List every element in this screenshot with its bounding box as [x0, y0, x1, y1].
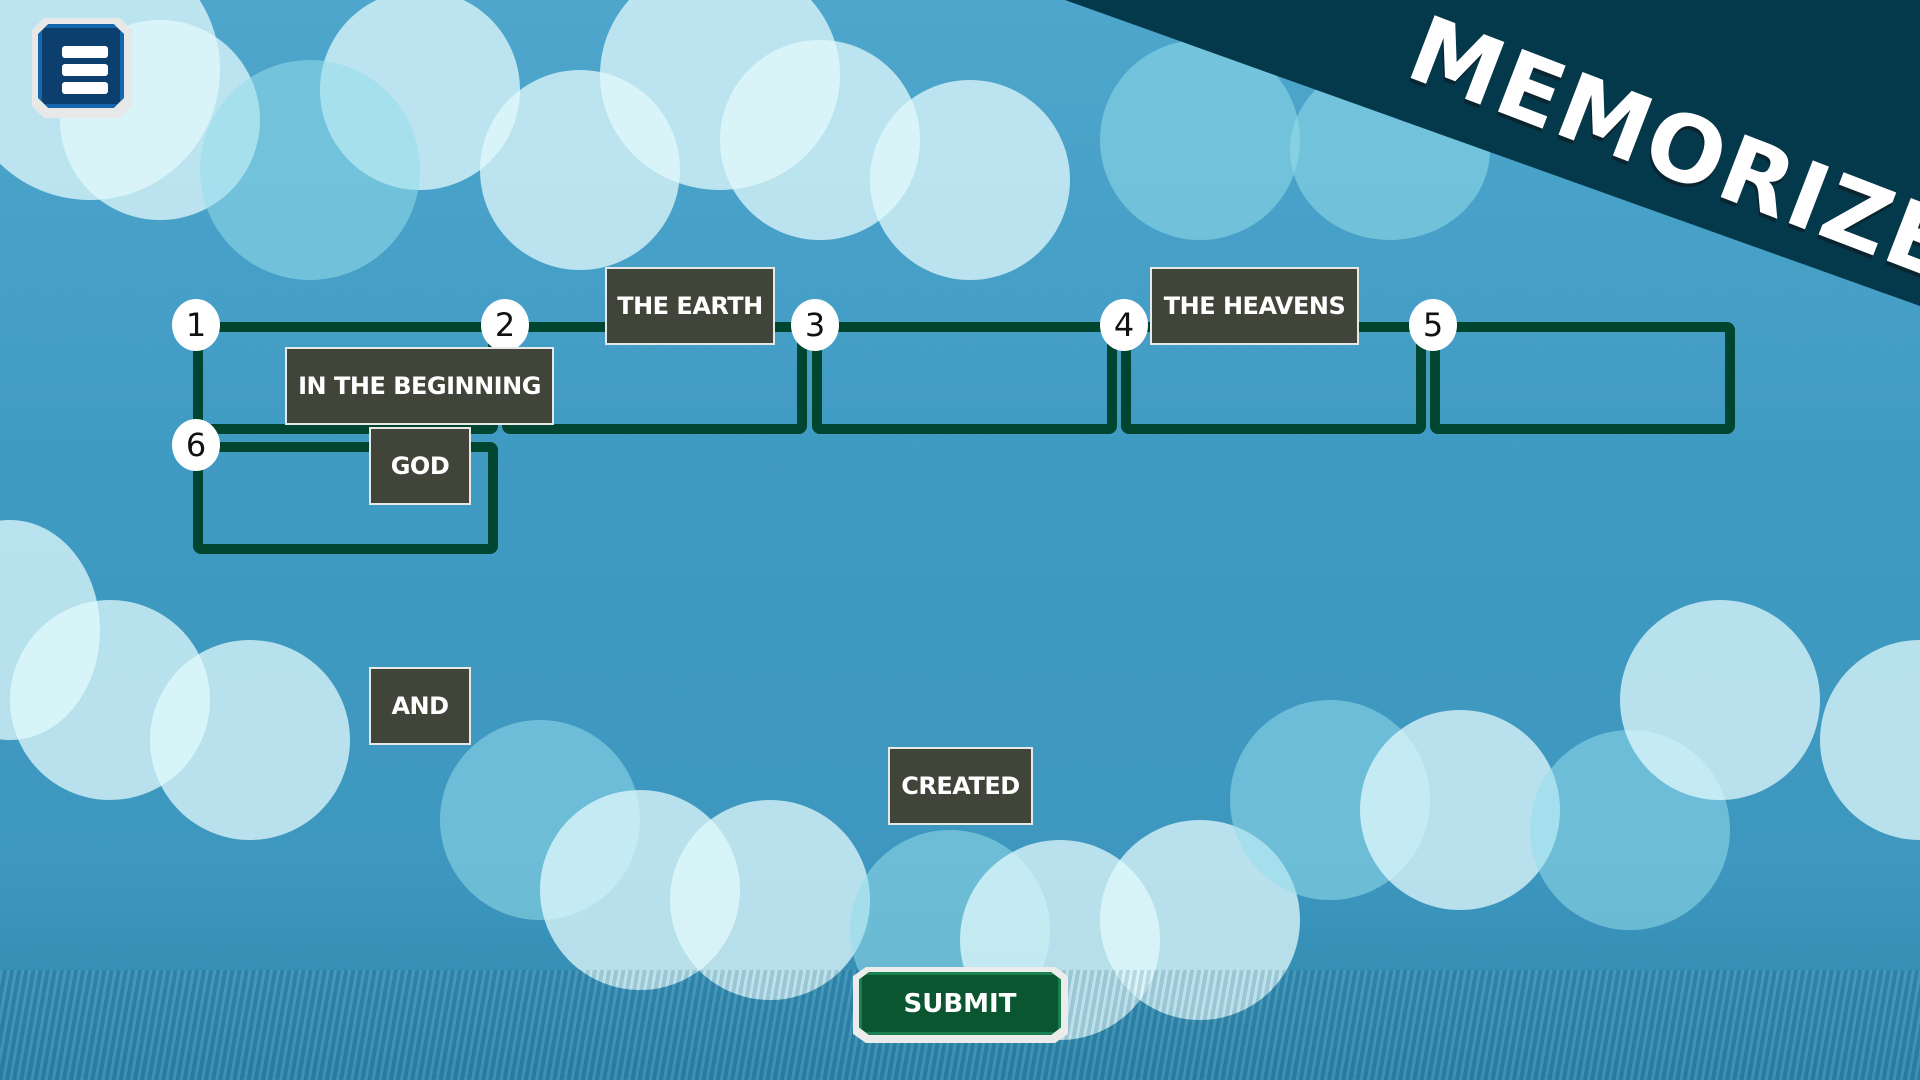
word-tile[interactable]: GOD: [369, 427, 471, 505]
submit-button[interactable]: SUBMIT: [853, 967, 1068, 1043]
word-tile[interactable]: IN THE BEGINNING: [285, 347, 554, 425]
submit-label: SUBMIT: [859, 972, 1061, 1035]
slot-number: 3: [791, 299, 839, 351]
slot-number: 2: [481, 299, 529, 351]
answer-slot-5[interactable]: [1430, 322, 1735, 434]
word-tile[interactable]: THE EARTH: [605, 267, 775, 345]
answer-slot-3[interactable]: [812, 322, 1117, 434]
answer-slot-6[interactable]: [193, 442, 498, 554]
hamburger-menu-icon: [38, 24, 124, 108]
slot-number: 1: [172, 299, 220, 351]
slot-number: 6: [172, 419, 220, 471]
slot-number: 4: [1100, 299, 1148, 351]
word-tile[interactable]: THE HEAVENS: [1150, 267, 1359, 345]
slot-number: 5: [1409, 299, 1457, 351]
word-tile[interactable]: CREATED: [888, 747, 1033, 825]
word-tile[interactable]: AND: [369, 667, 471, 745]
menu-button[interactable]: [32, 18, 132, 118]
